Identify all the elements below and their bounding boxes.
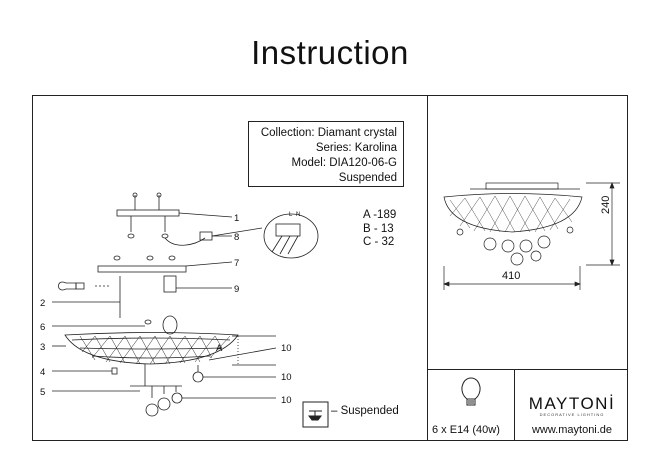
crystal-ball-pendant xyxy=(192,371,204,383)
dimension-b: B - 13 xyxy=(363,222,394,235)
crystal-ball-lower-3 xyxy=(171,392,183,404)
row-divider xyxy=(427,369,628,370)
wire-label-l: L xyxy=(289,212,293,218)
footer-divider xyxy=(514,369,515,441)
crystal-ball-lower-1 xyxy=(145,403,159,417)
callout-2: 2 xyxy=(40,298,46,309)
callout-10-top: 10 xyxy=(281,343,292,354)
page-title: Instruction xyxy=(251,34,409,71)
model-line: Model: DIA120-06-G xyxy=(291,157,397,169)
series-line: Series: Karolina xyxy=(315,142,397,154)
callout-10-bottom: 10 xyxy=(281,395,292,406)
bulb-detail xyxy=(58,281,77,291)
collection-line: Collection: Diamant crystal xyxy=(260,127,397,139)
callout-4: 4 xyxy=(40,367,46,378)
brand-website: www.maytoni.de xyxy=(531,424,613,436)
instruction-sheet-frame xyxy=(32,95,628,441)
callout-8: 8 xyxy=(234,232,240,243)
width-dimension: 410 xyxy=(502,270,521,282)
suspended-legend-label: – Suspended xyxy=(331,405,399,417)
brand-logo: MAYTONİ xyxy=(528,394,616,413)
ceiling-plate xyxy=(97,265,187,273)
dimension-c: C - 32 xyxy=(363,236,395,248)
dimension-a: A -189 xyxy=(363,209,397,221)
product-info-box: Collection: Diamant crystal Series: Karo… xyxy=(248,121,404,187)
lamp-spec: 6 x E14 (40w) xyxy=(432,424,500,436)
callout-7: 7 xyxy=(234,258,240,269)
callout-10-mid: 10 xyxy=(281,372,292,383)
mounting-bar xyxy=(116,209,180,217)
crystal-ring xyxy=(64,332,239,365)
column-divider xyxy=(427,95,428,441)
callout-9: 9 xyxy=(234,284,240,295)
terminal-detail xyxy=(263,213,319,259)
callout-5: 5 xyxy=(40,387,46,398)
light-bulb-icon xyxy=(461,377,481,406)
callout-1: 1 xyxy=(234,213,240,224)
brand-tagline: DECORATIVE LIGHTING xyxy=(539,412,605,417)
callout-6: 6 xyxy=(40,322,46,333)
dimensions-table: A -189 B - 13 C - 32 xyxy=(363,209,396,250)
callout-3: 3 xyxy=(40,342,46,353)
elevation-drawing xyxy=(443,182,620,290)
type-line: Suspended xyxy=(338,172,397,184)
crystal-ball-lower-2 xyxy=(157,397,171,411)
suspended-mount-icon xyxy=(302,401,329,428)
dimension-a-marker: A xyxy=(216,343,223,354)
